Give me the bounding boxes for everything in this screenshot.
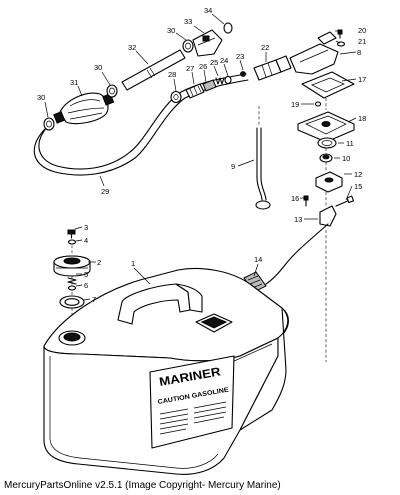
callout-27: 27 <box>186 64 194 73</box>
screw-20 <box>337 29 343 39</box>
callout-14: 14 <box>254 255 262 264</box>
callout-33: 33 <box>184 17 192 26</box>
callout-29: 29 <box>101 187 109 196</box>
washer-4 <box>67 239 77 245</box>
callout-5: 5 <box>84 270 88 279</box>
callout-9: 9 <box>231 162 235 171</box>
o-ring-19 <box>314 101 322 107</box>
fitting-26 <box>202 79 217 92</box>
callout-19: 19 <box>291 100 299 109</box>
connector-22 <box>253 55 292 81</box>
gasket-17 <box>301 71 355 99</box>
fitting-28 <box>170 90 182 104</box>
callout-2: 2 <box>97 258 101 267</box>
callout-1: 1 <box>131 259 135 268</box>
spring-5 <box>67 277 77 285</box>
filler-cap-2 <box>53 255 91 277</box>
washer-24 <box>224 75 232 85</box>
callout-30-mid: 30 <box>94 63 102 72</box>
callout-23: 23 <box>236 52 244 61</box>
screw-15 <box>335 195 355 207</box>
callout-7: 7 <box>92 295 96 304</box>
callout-25: 25 <box>210 58 218 67</box>
hose-clamp-30-top <box>182 39 194 53</box>
hose-clamp-30-mid <box>106 84 118 98</box>
grommet-10 <box>319 153 333 163</box>
float-arm-13 <box>265 205 337 285</box>
assembly-guide-lines <box>71 98 327 362</box>
callout-11: 11 <box>346 139 354 148</box>
o-ring-34 <box>223 22 233 34</box>
callout-20: 20 <box>358 26 366 35</box>
callout-10: 10 <box>342 154 350 163</box>
copyright-footer: MercuryPartsOnline v2.5.1 (Image Copyrig… <box>4 480 281 491</box>
gauge-body-12 <box>315 171 343 193</box>
callout-12: 12 <box>354 170 362 179</box>
callout-6: 6 <box>84 281 88 290</box>
pickup-fitting-8 <box>289 31 339 75</box>
callout-16: 16 <box>291 194 299 203</box>
spring-25 <box>215 77 225 85</box>
screw-16 <box>303 195 309 207</box>
hose-clamp-30-left <box>43 117 55 131</box>
callout-3: 3 <box>84 223 88 232</box>
callout-17: 17 <box>358 75 366 84</box>
callout-21: 21 <box>358 37 366 46</box>
callout-24: 24 <box>220 56 228 65</box>
callout-22: 22 <box>261 43 269 52</box>
fuel-tank-1 <box>43 267 289 475</box>
callout-13: 13 <box>294 215 302 224</box>
callout-31: 31 <box>70 78 78 87</box>
callout-32: 32 <box>128 43 136 52</box>
callout-8: 8 <box>357 48 361 57</box>
pickup-tube-9 <box>255 127 271 210</box>
callout-30-left: 30 <box>37 93 45 102</box>
callout-26: 26 <box>199 62 207 71</box>
leader-lines <box>44 13 357 301</box>
callout-34: 34 <box>204 6 212 15</box>
fuel-connector-33 <box>192 29 223 57</box>
gasket-7 <box>59 295 85 309</box>
cap-screw-3 <box>67 229 76 239</box>
fuel-hose-32 <box>121 49 186 91</box>
tank-label-fine-print <box>159 401 227 435</box>
callout-15: 15 <box>354 182 362 191</box>
fuel-hose-29 <box>33 73 249 176</box>
plate-18 <box>297 111 355 143</box>
ball-23 <box>240 71 246 77</box>
callout-30-top: 30 <box>167 26 175 35</box>
callout-18: 18 <box>358 114 366 123</box>
seal-11 <box>317 137 337 149</box>
callout-4: 4 <box>84 236 88 245</box>
fitting-27 <box>185 83 205 99</box>
callout-28: 28 <box>168 70 176 79</box>
washer-6 <box>67 285 77 291</box>
primer-bulb-31 <box>53 92 115 125</box>
